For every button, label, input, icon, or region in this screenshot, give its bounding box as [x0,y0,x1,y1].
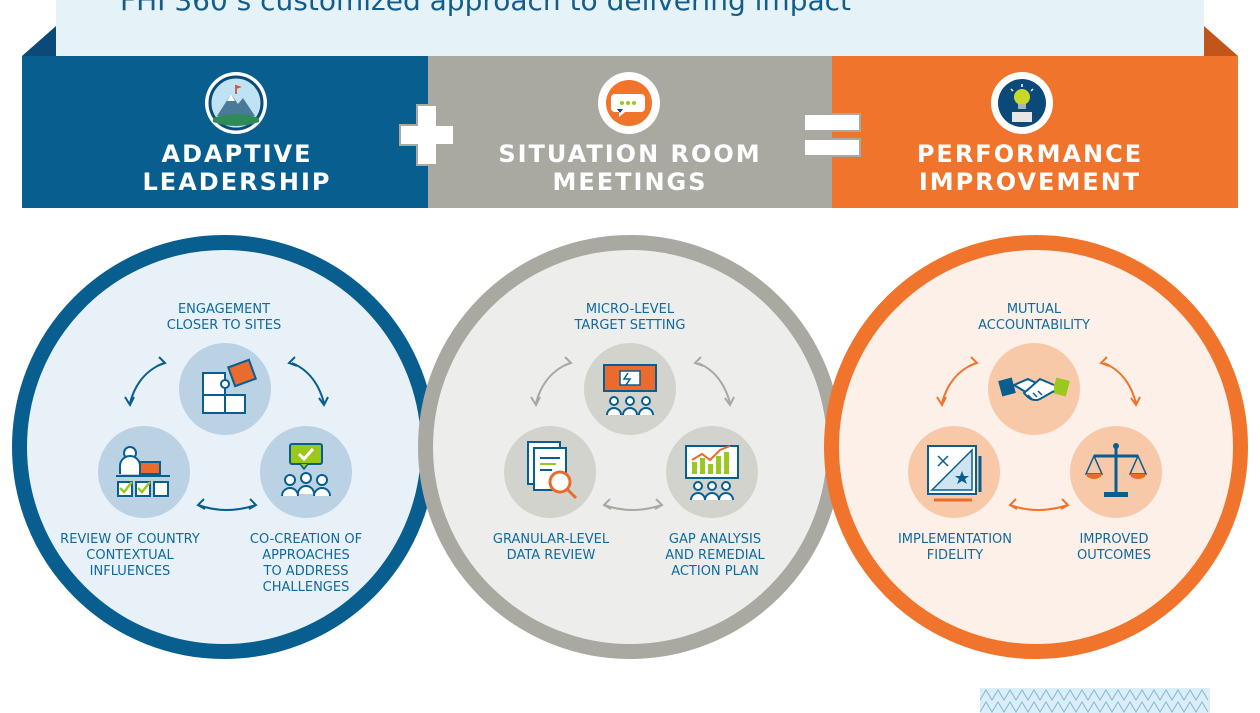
label-line: CONTEXTUAL [86,548,174,563]
label-line: GAP ANALYSIS [668,532,762,547]
label-line: CLOSER TO SITES [166,318,282,333]
mountain-landscape-icon [205,72,267,134]
label-line: APPROACHES [262,548,350,563]
column-title-line2: MEETINGS [552,168,708,196]
puzzle-icon [179,343,271,435]
equals-icon [803,113,861,157]
label-performance-improvement: PERFORMANCE IMPROVEMENT [820,140,1240,200]
label-line: IMPLEMENTATION [897,532,1013,547]
label-line: TARGET SETTING [574,318,686,333]
plus-icon [399,104,455,166]
cycle-arrows [936,356,1141,511]
gap-analysis-label: GAP ANALYSIS AND REMEDIAL ACTION PLAN [640,532,790,580]
column-title-line1: PERFORMANCE [916,140,1144,168]
label-line: DATA REVIEW [506,548,596,563]
label-line: TO ADDRESS [263,564,349,579]
label-line: CHALLENGES [262,580,350,595]
label-line: AND REMEDIAL [665,548,765,563]
decorative-pattern [980,688,1210,713]
label-line: OUTCOMES [1077,548,1151,563]
title-banner [56,0,1204,56]
blueprint-icon [908,426,1000,518]
label-adaptive-leadership: ADAPTIVE LEADERSHIP [22,140,452,200]
column-title-line2: IMPROVEMENT [918,168,1142,196]
label-line: INFLUENCES [89,564,171,579]
label-line: GRANULAR-LEVEL [492,532,610,547]
label-line: FIDELITY [926,548,984,563]
label-line: MICRO-LEVEL [585,302,675,317]
speech-bubbles-icon [598,72,660,134]
cycle-arrows [530,356,735,511]
label-line: REVIEW OF COUNTRY [60,532,200,547]
label-line: ACCOUNTABILITY [978,318,1090,333]
scales-icon [1070,426,1162,518]
column-title-line1: ADAPTIVE [161,140,313,168]
cycle-arrows [124,356,329,511]
label-line: MUTUAL [1006,302,1062,317]
lightbulb-hand-icon [991,72,1053,134]
column-title-line1: SITUATION ROOM [498,140,762,168]
mutual-accountability-label: MUTUAL ACCOUNTABILITY [934,302,1134,334]
label-situation-room: SITUATION ROOM MEETINGS [428,140,832,200]
label-line: ENGAGEMENT [177,302,271,317]
label-line: IMPROVED [1079,532,1149,547]
ribbon-fold-left [22,26,56,56]
engagement-label: ENGAGEMENT CLOSER TO SITES [124,302,324,334]
person-at-desk-checklist-icon [98,426,190,518]
handshake-icon [988,343,1080,435]
document-magnifier-icon [504,426,596,518]
co-creation-label: CO-CREATION OF APPROACHES TO ADDRESS CHA… [236,532,376,596]
page-title: FHI 360’s customized approach to deliver… [120,0,852,17]
micro-level-label: MICRO-LEVEL TARGET SETTING [530,302,730,334]
ribbon-fold-right [1204,26,1238,56]
review-label: REVIEW OF COUNTRY CONTEXTUAL INFLUENCES [52,532,208,580]
group-consensus-icon [260,426,352,518]
column-title-line2: LEADERSHIP [142,168,332,196]
presentation-audience-icon [584,343,676,435]
label-line: ACTION PLAN [671,564,759,579]
granular-label: GRANULAR-LEVEL DATA REVIEW [466,532,636,564]
improved-outcomes-label: IMPROVED OUTCOMES [1054,532,1174,564]
implementation-fidelity-label: IMPLEMENTATION FIDELITY [880,532,1030,564]
bar-chart-audience-icon [666,426,758,518]
label-line: CO-CREATION OF [249,532,363,547]
